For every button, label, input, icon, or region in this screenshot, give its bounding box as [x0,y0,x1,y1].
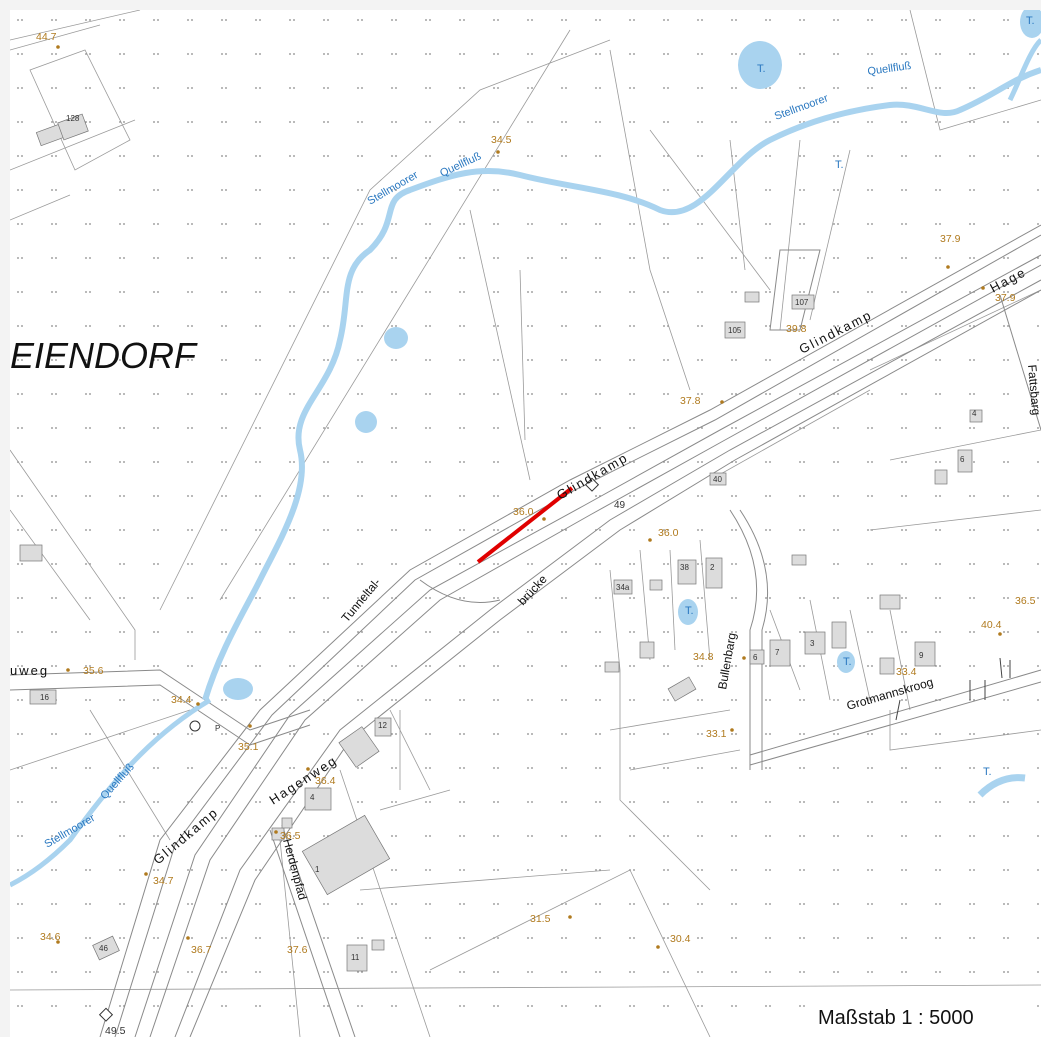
scale-box [807,1000,1033,1034]
elevation-label: 34.8 [693,651,714,663]
parking-label: P [215,724,220,733]
house-number: 1 [315,865,320,874]
elevation-label: 40.4 [981,619,1002,631]
parcel-lines [10,10,1041,1037]
map-frame[interactable]: 128 107 105 40 34a 38 2 6 4 12 7 3 9 16 … [10,10,1041,1037]
house-number: 49 [614,500,626,511]
pond-label: T. [757,63,766,75]
house-number: 16 [40,693,49,702]
house-number: 2 [710,563,715,572]
house-number: 4 [972,409,977,418]
elevation-label: 33.4 [896,666,917,678]
house-number: 9 [919,651,924,660]
elevation-label: 37.6 [287,944,308,956]
house-number: 12 [378,721,387,730]
elevation-label: 36.0 [658,527,679,539]
house-number: 40 [713,475,722,484]
highlighted-section[interactable] [476,486,574,564]
house-number: 11 [351,953,360,962]
elevation-label: 49.5 [105,1025,126,1037]
elevation-label: 37.9 [940,233,961,245]
elevation-label: 34.5 [491,134,512,146]
elevation-label: 31.5 [530,913,551,925]
cadastral-map[interactable]: 128 107 105 40 34a 38 2 6 4 12 7 3 9 16 … [10,10,1041,1037]
house-number: 34a [616,583,630,592]
house-number: 128 [66,114,80,123]
house-number: 46 [99,944,108,953]
pond-label: T. [685,605,694,617]
house-number: 6 [753,653,758,662]
elevation-label: 34.6 [40,931,61,943]
elevation-label: 34.7 [153,875,174,887]
house-number: 105 [728,326,742,335]
house-number: 7 [775,648,780,657]
survey-markers [98,477,1011,1022]
elevation-label: 35.6 [83,665,104,677]
water-features [10,10,1041,888]
elevation-label: 44.7 [36,31,57,43]
house-number: 107 [795,298,809,307]
house-number: 6 [960,455,965,464]
house-number: 4 [310,793,315,802]
place-name: EIENDORF [10,335,198,376]
elevation-label: 36.7 [191,944,212,956]
elevation-label: 36.4 [315,775,336,787]
pond-label: T. [983,766,992,778]
elevation-label: 39.8 [786,323,807,335]
pond-label: T. [835,159,844,171]
elevation-label: 34.4 [171,694,192,706]
street-label-uweg: uweg [10,663,49,678]
road-network [10,224,1041,1037]
house-number: 3 [810,639,815,648]
elevation-label: 36.5 [1015,595,1036,607]
house-number: 38 [680,563,689,572]
house-numbers: 128 107 105 40 34a 38 2 6 4 12 7 3 9 16 … [40,114,977,962]
elevation-points: 44.7 34.5 37.9 37.9 39.8 37.8 36.0 36.0 … [36,31,1036,1037]
elevation-label: 37.9 [995,292,1016,304]
scale-label: Maßstab 1 : 5000 [818,1007,974,1029]
elevation-label: 33.1 [706,728,727,740]
elevation-label: 35.1 [238,741,259,753]
elevation-label: 36.5 [280,830,301,842]
pond-label: T. [843,656,852,668]
elevation-label: 36.0 [513,506,534,518]
buildings [19,113,983,972]
elevation-label: 30.4 [670,933,691,945]
pond-label: T. [1026,15,1035,27]
elevation-label: 37.8 [680,395,701,407]
street-label-fattsbarg: Fattsbarg [1025,364,1041,416]
